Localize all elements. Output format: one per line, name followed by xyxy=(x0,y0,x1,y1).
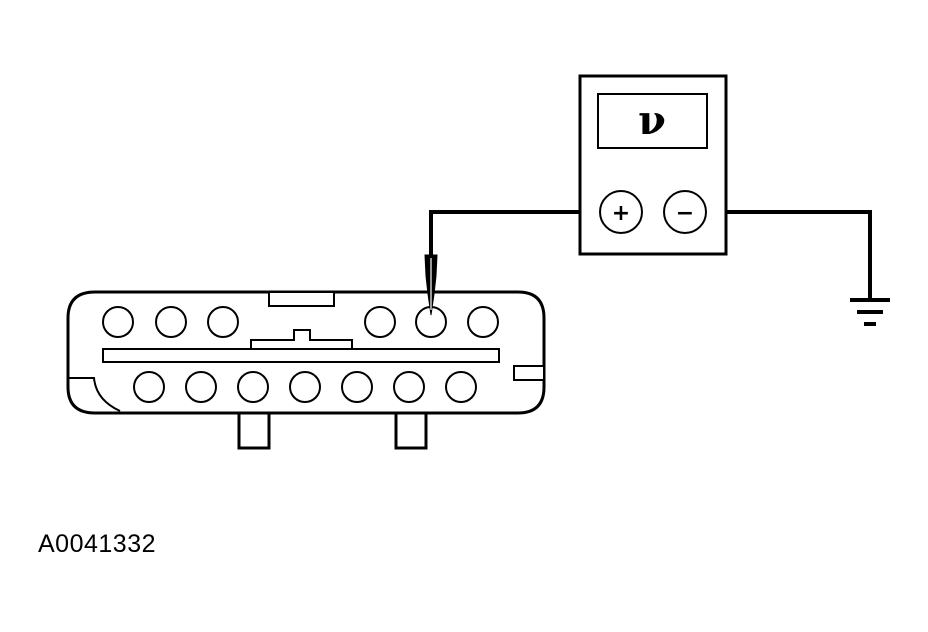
positive-terminal xyxy=(599,190,643,234)
pin-bottom-3 xyxy=(237,371,269,403)
pin-bottom-6 xyxy=(393,371,425,403)
voltmeter-display-symbol: ν xyxy=(638,97,666,144)
connector-side-notch xyxy=(513,365,545,381)
connector-latch-left xyxy=(237,406,271,450)
connector-latch-right xyxy=(394,406,428,450)
pin-row-bottom xyxy=(133,371,477,403)
ground-icon xyxy=(850,298,890,326)
pin-row-top xyxy=(102,306,499,338)
connector-key-tab xyxy=(268,291,335,307)
pin-top-1 xyxy=(102,306,134,338)
voltmeter: ν + − xyxy=(578,74,728,256)
positive-lead-wire xyxy=(429,210,600,255)
pin-top-2 xyxy=(155,306,187,338)
positive-terminal-symbol: + xyxy=(612,201,630,226)
negative-terminal xyxy=(663,190,707,234)
connector-divider xyxy=(102,329,500,363)
pin-bottom-4 xyxy=(289,371,321,403)
pin-bottom-7 xyxy=(445,371,477,403)
negative-terminal-symbol: − xyxy=(676,201,694,226)
figure-id-label: A0041332 xyxy=(38,530,157,558)
pin-bottom-5 xyxy=(341,371,373,403)
pin-top-4 xyxy=(364,306,396,338)
negative-lead-wire xyxy=(707,210,872,300)
voltmeter-display xyxy=(597,93,708,149)
probe-tip xyxy=(424,254,438,316)
pin-bottom-1 xyxy=(133,371,165,403)
pin-top-6 xyxy=(467,306,499,338)
connector-corner-mark xyxy=(68,377,121,412)
pin-bottom-2 xyxy=(185,371,217,403)
pin-top-3 xyxy=(207,306,239,338)
